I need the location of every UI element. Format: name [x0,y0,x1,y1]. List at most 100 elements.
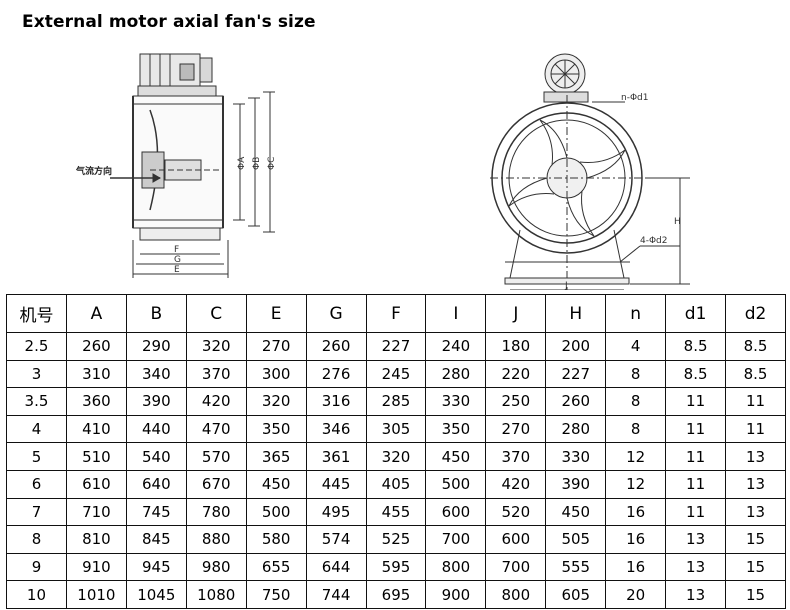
table-cell: 7 [6,497,67,527]
dim-n-phi-d1: n-Φd1 [621,93,648,103]
table-cell: 1010 [65,580,127,609]
table-cell: 695 [365,580,427,609]
table-cell: 455 [365,497,427,527]
table-cell: 610 [65,469,127,499]
dim-j: J [564,281,568,290]
header-j: J [485,294,547,333]
dim-f: F [174,245,179,255]
table-cell: 750 [245,580,307,609]
table-cell: 320 [185,332,247,361]
table-cell: 11 [665,497,727,527]
table-cell: 655 [245,552,307,582]
table-cell: 350 [245,414,307,444]
table-cell: 605 [545,580,607,609]
table-cell: 10 [6,580,67,609]
table-cell: 8.5 [665,332,727,361]
table-cell: 574 [305,525,367,554]
table-cell: 340 [125,359,187,389]
table-cell: 555 [545,552,607,582]
table-cell: 227 [365,332,427,361]
table-cell: 270 [245,332,307,361]
table-cell: 520 [485,497,547,527]
table-cell: 570 [185,442,247,471]
header-h: H [545,294,607,333]
table-cell: 180 [485,332,547,361]
table-cell: 360 [65,387,127,416]
table-cell: 370 [485,442,547,471]
table-cell: 900 [425,580,487,609]
fan-dimension-drawing: 气流方向 ΦA ΦB ΦC F G E [75,53,690,290]
table-cell: 800 [485,580,547,609]
table-cell: 440 [125,414,187,444]
table-cell: 300 [245,359,307,389]
table-cell: 245 [365,359,427,389]
dim-g: G [174,255,181,265]
table-cell: 11 [725,414,786,444]
dim-phi-c: ΦC [267,157,277,170]
table-cell: 8 [605,359,667,389]
header-f: F [365,294,427,333]
table-cell: 450 [545,497,607,527]
table-cell: 280 [425,359,487,389]
table-cell: 390 [545,469,607,499]
table-cell: 320 [245,387,307,416]
table-cell: 910 [65,552,127,582]
header-d2: d2 [725,294,786,333]
table-cell: 595 [365,552,427,582]
table-cell: 5 [6,442,67,471]
table-cell: 20 [605,580,667,609]
table-cell: 16 [605,497,667,527]
table-cell: 450 [425,442,487,471]
dim-e: E [174,265,180,275]
table-cell: 744 [305,580,367,609]
table-cell: 12 [605,442,667,471]
table-cell: 260 [545,387,607,416]
table-cell: 600 [425,497,487,527]
page-title: External motor axial fan's size [22,12,316,32]
table-cell: 710 [65,497,127,527]
table-cell: 810 [65,525,127,554]
table-cell: 700 [425,525,487,554]
table-cell: 8.5 [725,332,786,361]
table-cell: 450 [245,469,307,499]
table-cell: 15 [725,580,786,609]
table-cell: 8.5 [725,359,786,389]
table-cell: 270 [485,414,547,444]
table-cell: 13 [725,497,786,527]
table-cell: 220 [485,359,547,389]
table-cell: 640 [125,469,187,499]
table-cell: 800 [425,552,487,582]
table-cell: 310 [65,359,127,389]
table-cell: 8 [6,525,67,554]
header-d1: d1 [665,294,727,333]
dim-4-phi-d2: 4-Φd2 [640,236,668,246]
table-cell: 4 [605,332,667,361]
table-cell: 420 [485,469,547,499]
table-cell: 15 [725,552,786,582]
side-view [110,53,275,278]
table-cell: 280 [545,414,607,444]
table-cell: 12 [605,469,667,499]
table-cell: 13 [665,525,727,554]
table-cell: 9 [6,552,67,582]
table-cell: 745 [125,497,187,527]
table-cell: 700 [485,552,547,582]
table-cell: 13 [665,552,727,582]
table-cell: 330 [545,442,607,471]
table-cell: 600 [485,525,547,554]
header-model-no: 机号 [6,294,67,333]
table-cell: 13 [725,469,786,499]
header-b: B [125,294,187,333]
table-cell: 11 [665,442,727,471]
table-cell: 945 [125,552,187,582]
table-cell: 200 [545,332,607,361]
dim-phi-a: ΦA [237,156,247,170]
table-header-row: 机号 A B C E G F I J H n d1 d2 [6,294,786,333]
table-cell: 445 [305,469,367,499]
table-cell: 290 [125,332,187,361]
table-cell: 11 [725,387,786,416]
